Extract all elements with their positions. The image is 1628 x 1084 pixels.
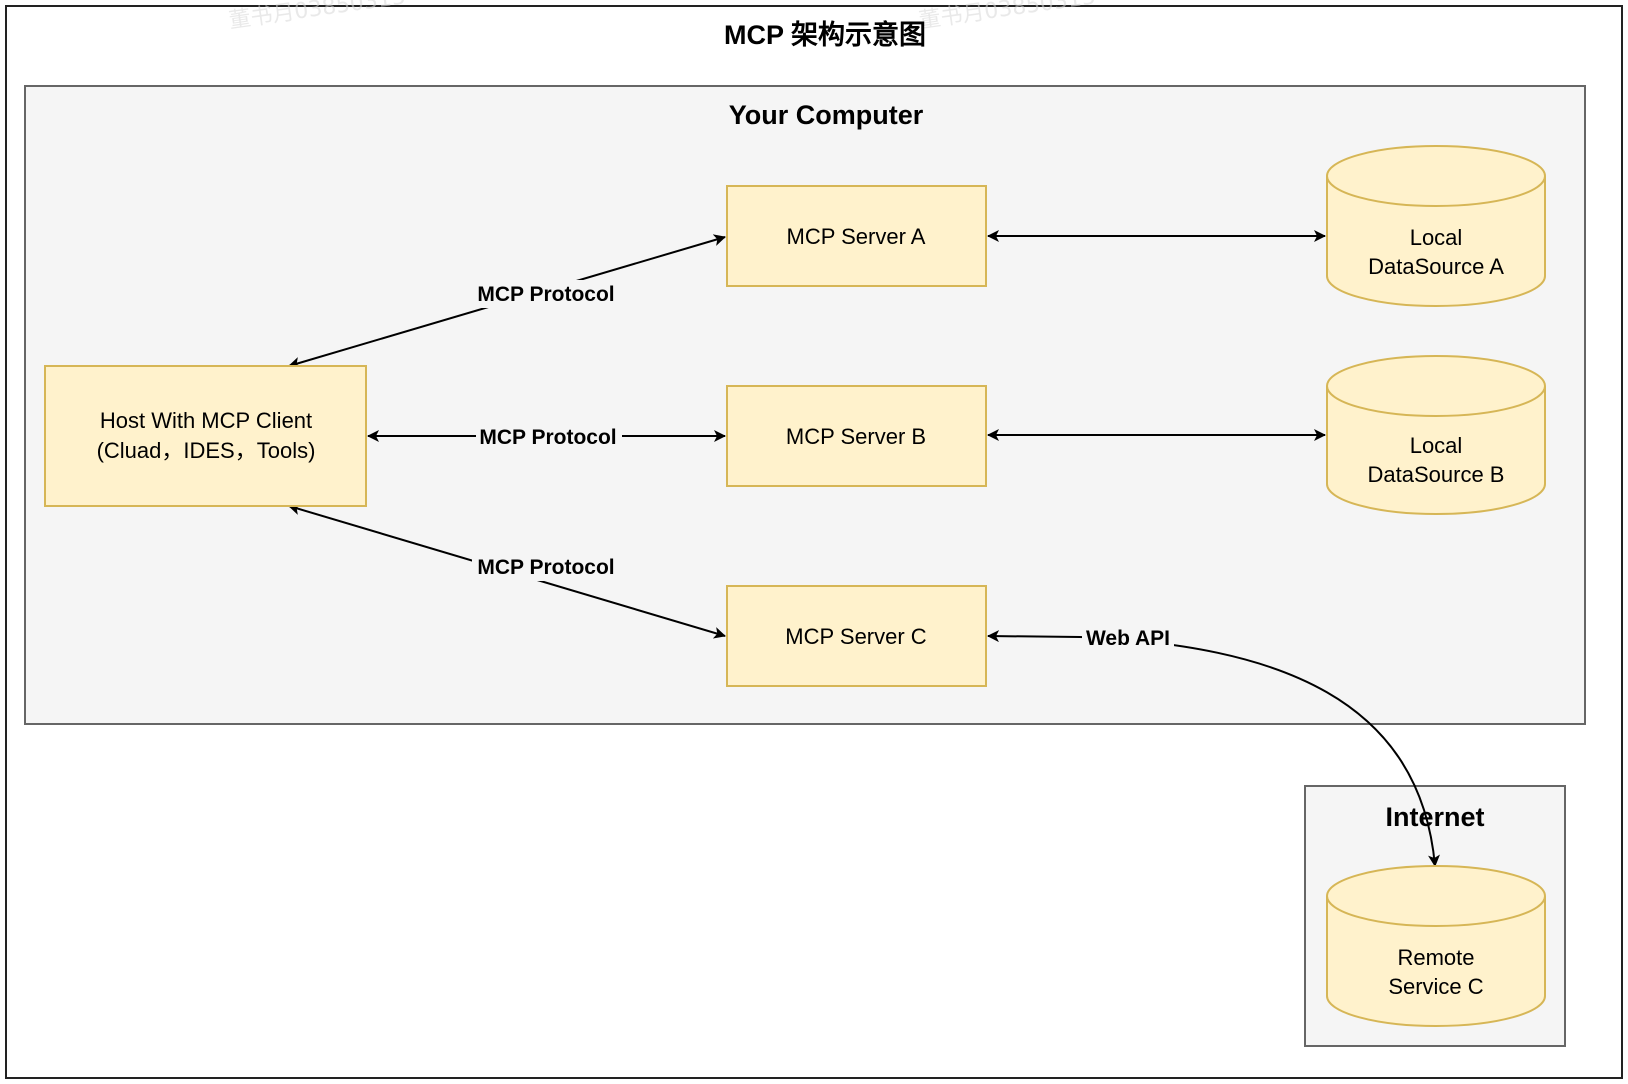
diagram-title: MCP 架构示意图	[724, 19, 926, 50]
node-label-line1: Host With MCP Client	[100, 408, 312, 433]
node-box	[726, 185, 987, 287]
node-label-line2: DataSource A	[1368, 254, 1504, 279]
group-label-your-computer: Your Computer	[729, 100, 924, 130]
node-mcp-server-a[interactable]: MCP Server A	[726, 185, 987, 287]
edge-label-host-server-a: MCP Protocol	[477, 283, 614, 306]
node-box	[726, 585, 987, 687]
node-label-line1: Remote	[1397, 945, 1474, 970]
edge-label-bg	[1082, 624, 1174, 652]
group-label-internet: Internet	[1385, 802, 1484, 832]
cylinder-body	[1326, 896, 1546, 1027]
edge-label-host-server-b: MCP Protocol	[479, 426, 616, 449]
cylinder-body	[1326, 176, 1546, 307]
node-label: MCP Server C	[785, 624, 927, 649]
node-local-datasource-a[interactable]: Local DataSource A	[1326, 145, 1546, 307]
node-label-line2: DataSource B	[1368, 462, 1505, 487]
node-mcp-server-c[interactable]: MCP Server C	[726, 585, 987, 687]
cylinder-top	[1326, 145, 1546, 207]
node-label-line1: Local	[1410, 225, 1463, 250]
node-box	[726, 385, 987, 487]
node-label: MCP Server B	[786, 424, 926, 449]
cylinder-top	[1326, 865, 1546, 927]
node-mcp-server-b[interactable]: MCP Server B	[726, 385, 987, 487]
node-host-with-mcp-client[interactable]: Host With MCP Client (Cluad，IDES，Tools)	[44, 365, 367, 507]
node-label-line2: Service C	[1388, 974, 1483, 999]
node-label-line2: (Cluad，IDES，Tools)	[97, 438, 316, 463]
edge-label-web-api: Web API	[1086, 627, 1170, 650]
edge-label-bg	[476, 423, 622, 451]
cylinder-top	[1326, 355, 1546, 417]
node-remote-service-c[interactable]: Remote Service C	[1326, 865, 1546, 1027]
node-box	[44, 365, 367, 507]
edge-label-host-server-c: MCP Protocol	[477, 556, 614, 579]
edge-label-bg	[472, 280, 620, 308]
node-local-datasource-b[interactable]: Local DataSource B	[1326, 355, 1546, 515]
cylinder-body	[1326, 386, 1546, 515]
node-label: MCP Server A	[787, 224, 926, 249]
edge-labels: MCP Protocol MCP Protocol MCP Protocol W…	[472, 280, 1174, 652]
edge-label-bg	[472, 553, 620, 581]
node-label-line1: Local	[1410, 433, 1463, 458]
